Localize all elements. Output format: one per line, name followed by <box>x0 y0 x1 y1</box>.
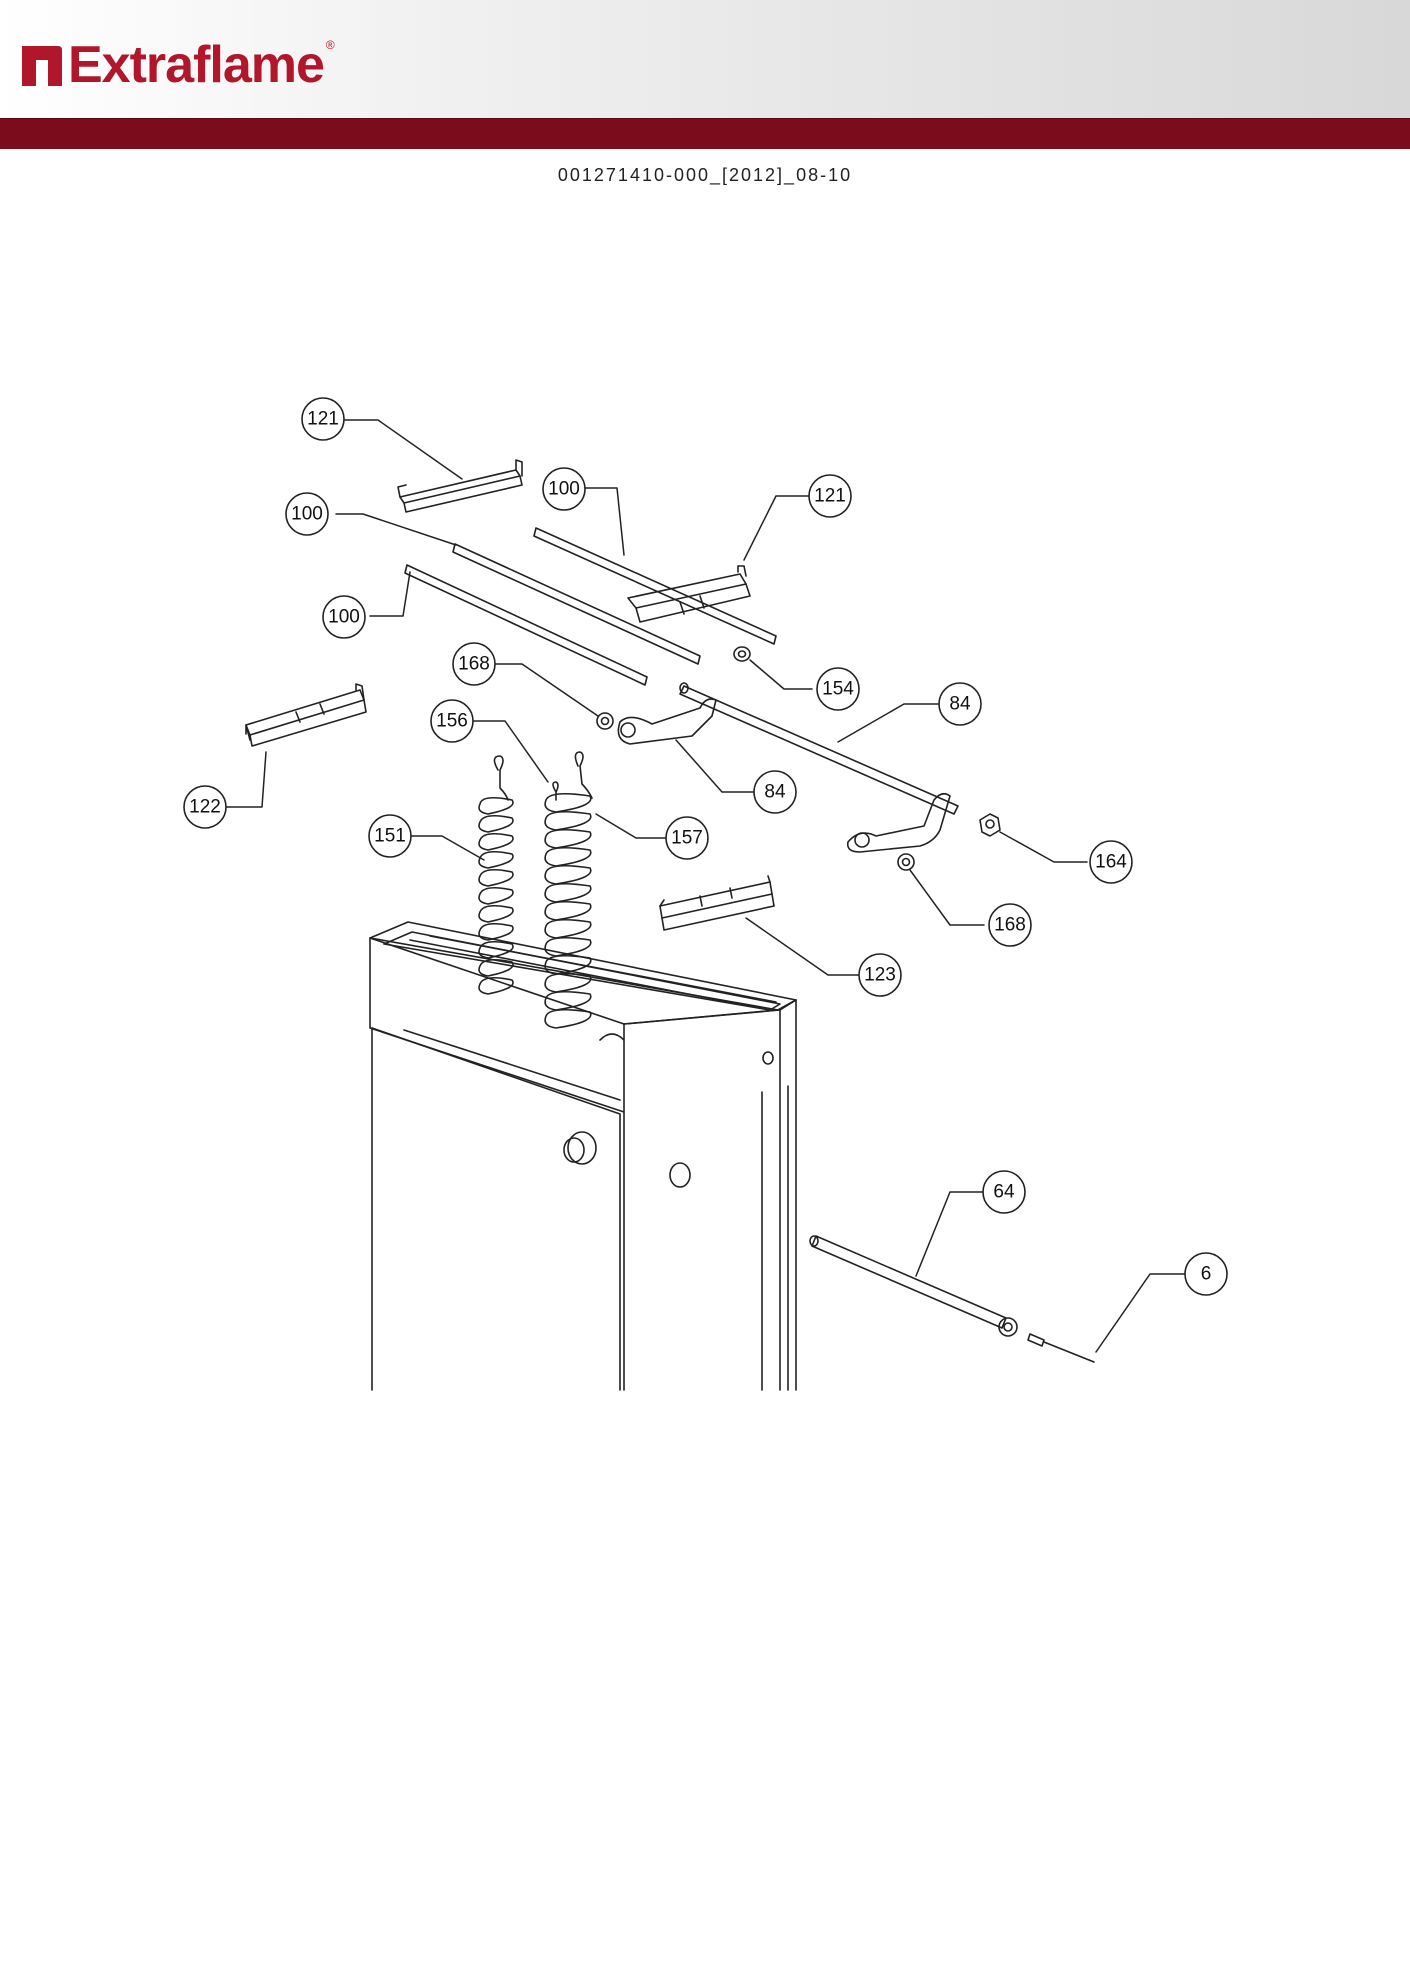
part-157-spring <box>544 751 593 1029</box>
part-64-rod <box>809 1235 1018 1337</box>
part-100-rod-right <box>533 527 777 645</box>
part-100-rod-lower <box>404 564 648 686</box>
callout-label: 164 <box>1095 852 1127 873</box>
part-156-spring <box>552 781 559 801</box>
callout-100c: 100 <box>322 595 366 639</box>
part-84-lever-lower <box>846 792 951 853</box>
part-84-lever-upper <box>617 698 717 745</box>
callout-label: 64 <box>993 1182 1015 1203</box>
part-121-bracket-right <box>627 565 751 623</box>
callout-100a: 100 <box>542 467 586 511</box>
callout-label: 154 <box>822 679 854 700</box>
callout-label: 100 <box>291 504 323 525</box>
callout-64: 64 <box>982 1170 1026 1214</box>
part-122-bracket <box>245 683 367 747</box>
callout-84a: 84 <box>938 682 982 726</box>
callout-label: 151 <box>374 826 406 847</box>
document-code: 001271410-000_[2012]_08-10 <box>557 165 853 185</box>
extraflame-logo: Extraflame ® <box>18 34 335 96</box>
part-154-washer <box>733 646 751 662</box>
part-84-shaft <box>679 682 959 815</box>
callout-label: 157 <box>671 828 703 849</box>
callout-label: 100 <box>328 607 360 628</box>
callout-label: 121 <box>307 409 339 430</box>
part-123-bracket <box>659 875 775 931</box>
callout-164: 164 <box>1089 840 1133 884</box>
extraflame-mark-icon <box>22 46 62 86</box>
callout-84b: 84 <box>753 770 797 814</box>
part-168-washer-upper <box>596 712 614 730</box>
callout-168b: 168 <box>988 903 1032 947</box>
callout-154: 154 <box>816 667 860 711</box>
leader-lines <box>225 419 1187 1353</box>
boiler-body <box>369 921 797 1391</box>
callout-151: 151 <box>368 814 412 858</box>
callout-121b: 121 <box>808 474 852 518</box>
callout-123: 123 <box>858 953 902 997</box>
part-151-spring <box>478 755 514 995</box>
part-100-rod-upper <box>452 543 701 665</box>
callout-label: 123 <box>864 965 896 986</box>
callout-100b: 100 <box>285 492 329 536</box>
callout-157: 157 <box>665 816 709 860</box>
callout-168a: 168 <box>452 642 496 686</box>
callout-label: 156 <box>436 711 468 732</box>
callout-label: 84 <box>949 694 971 715</box>
callout-label: 122 <box>189 797 221 818</box>
part-6-pin <box>1027 1333 1095 1363</box>
part-168-washer-lower <box>897 853 915 871</box>
page-header: Extraflame ® <box>0 0 1410 120</box>
callout-label: 168 <box>994 915 1026 936</box>
brand-name: Extraflame <box>68 36 325 94</box>
part-121-bracket-left <box>397 459 523 513</box>
callout-label: 168 <box>458 654 490 675</box>
callout-label: 6 <box>1201 1264 1212 1285</box>
part-164-nut <box>979 813 1001 837</box>
callout-121a: 121 <box>301 397 345 441</box>
callout-label: 121 <box>814 486 846 507</box>
callout-156: 156 <box>430 699 474 743</box>
registered-mark: ® <box>325 38 335 52</box>
header-accent-bar <box>0 118 1410 149</box>
callout-label: 100 <box>548 479 580 500</box>
callout-122: 122 <box>183 785 227 829</box>
callout-6: 6 <box>1184 1252 1228 1296</box>
callout-label: 84 <box>764 782 786 803</box>
